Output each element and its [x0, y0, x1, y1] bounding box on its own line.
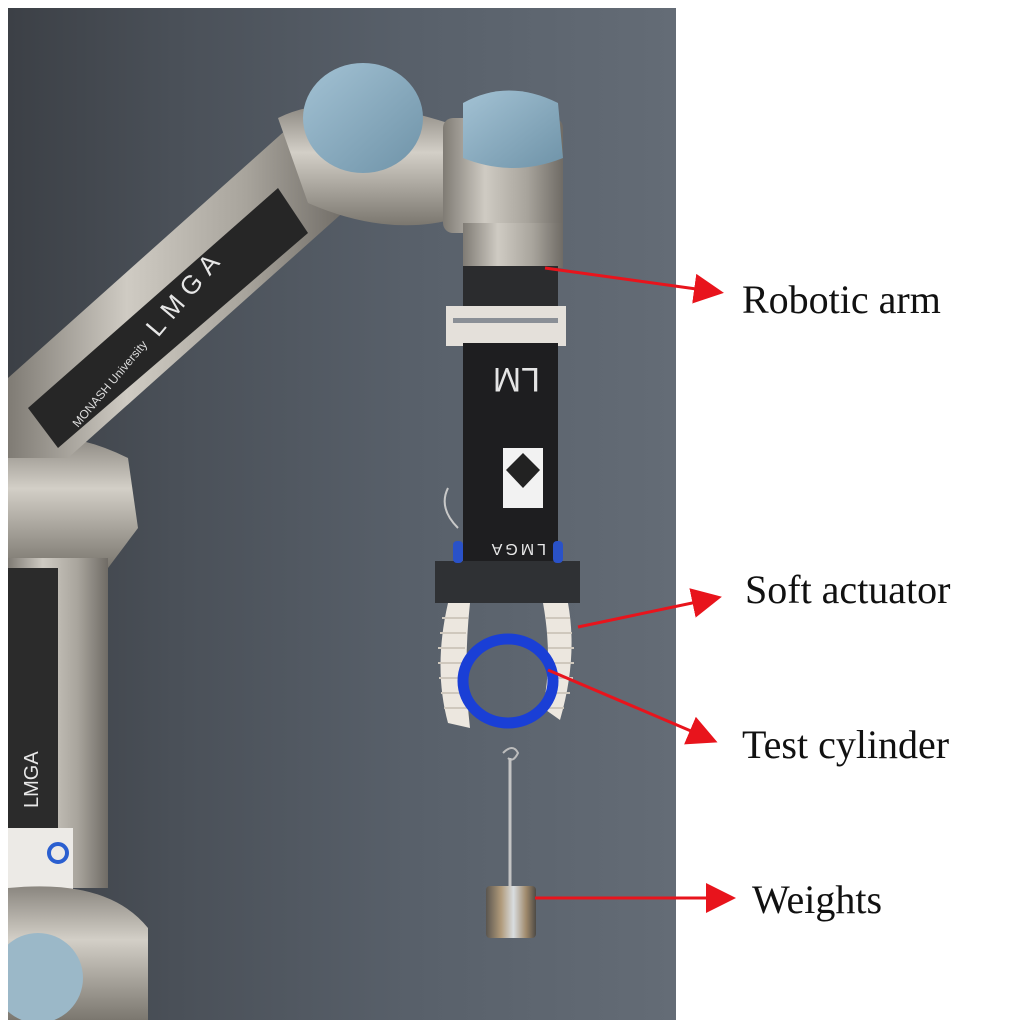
- gripper-mount: [435, 541, 580, 603]
- weights: [486, 747, 536, 938]
- arm-wrist: [443, 90, 566, 346]
- tool-body: LM LMGA: [443, 343, 558, 568]
- svg-text:LMGA: LMGA: [21, 751, 43, 808]
- svg-text:LMGA: LMGA: [489, 540, 546, 557]
- arm-upper-link: LMGA MONASH University: [8, 128, 348, 458]
- label-soft-actuator: Soft actuator: [745, 567, 951, 612]
- robot-illustration: LMGA LMGA MONASH University: [8, 63, 580, 1020]
- experiment-photo: LMGA LMGA MONASH University: [8, 8, 676, 1020]
- label-test-cylinder: Test cylinder: [742, 722, 950, 767]
- arm-base-column: LMGA: [8, 435, 148, 1020]
- arm-elbow-joint: [278, 63, 458, 226]
- test-cylinder: [457, 633, 559, 729]
- label-weights: Weights: [752, 877, 883, 922]
- label-robotic-arm: Robotic arm: [742, 277, 941, 322]
- svg-text:LM: LM: [493, 360, 540, 398]
